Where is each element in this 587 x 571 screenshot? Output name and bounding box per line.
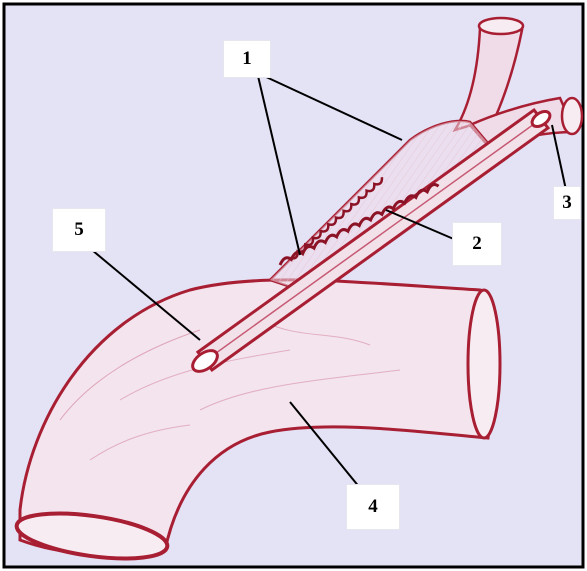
- label-1: 1: [223, 40, 271, 78]
- label-3-text: 3: [562, 192, 572, 214]
- label-5-text: 5: [74, 219, 84, 241]
- label-4: 4: [346, 484, 400, 530]
- label-2: 2: [452, 222, 502, 266]
- label-4-text: 4: [368, 496, 378, 518]
- label-5: 5: [52, 208, 106, 252]
- label-2-text: 2: [472, 233, 482, 255]
- label-3: 3: [553, 186, 581, 220]
- label-1-text: 1: [242, 48, 252, 70]
